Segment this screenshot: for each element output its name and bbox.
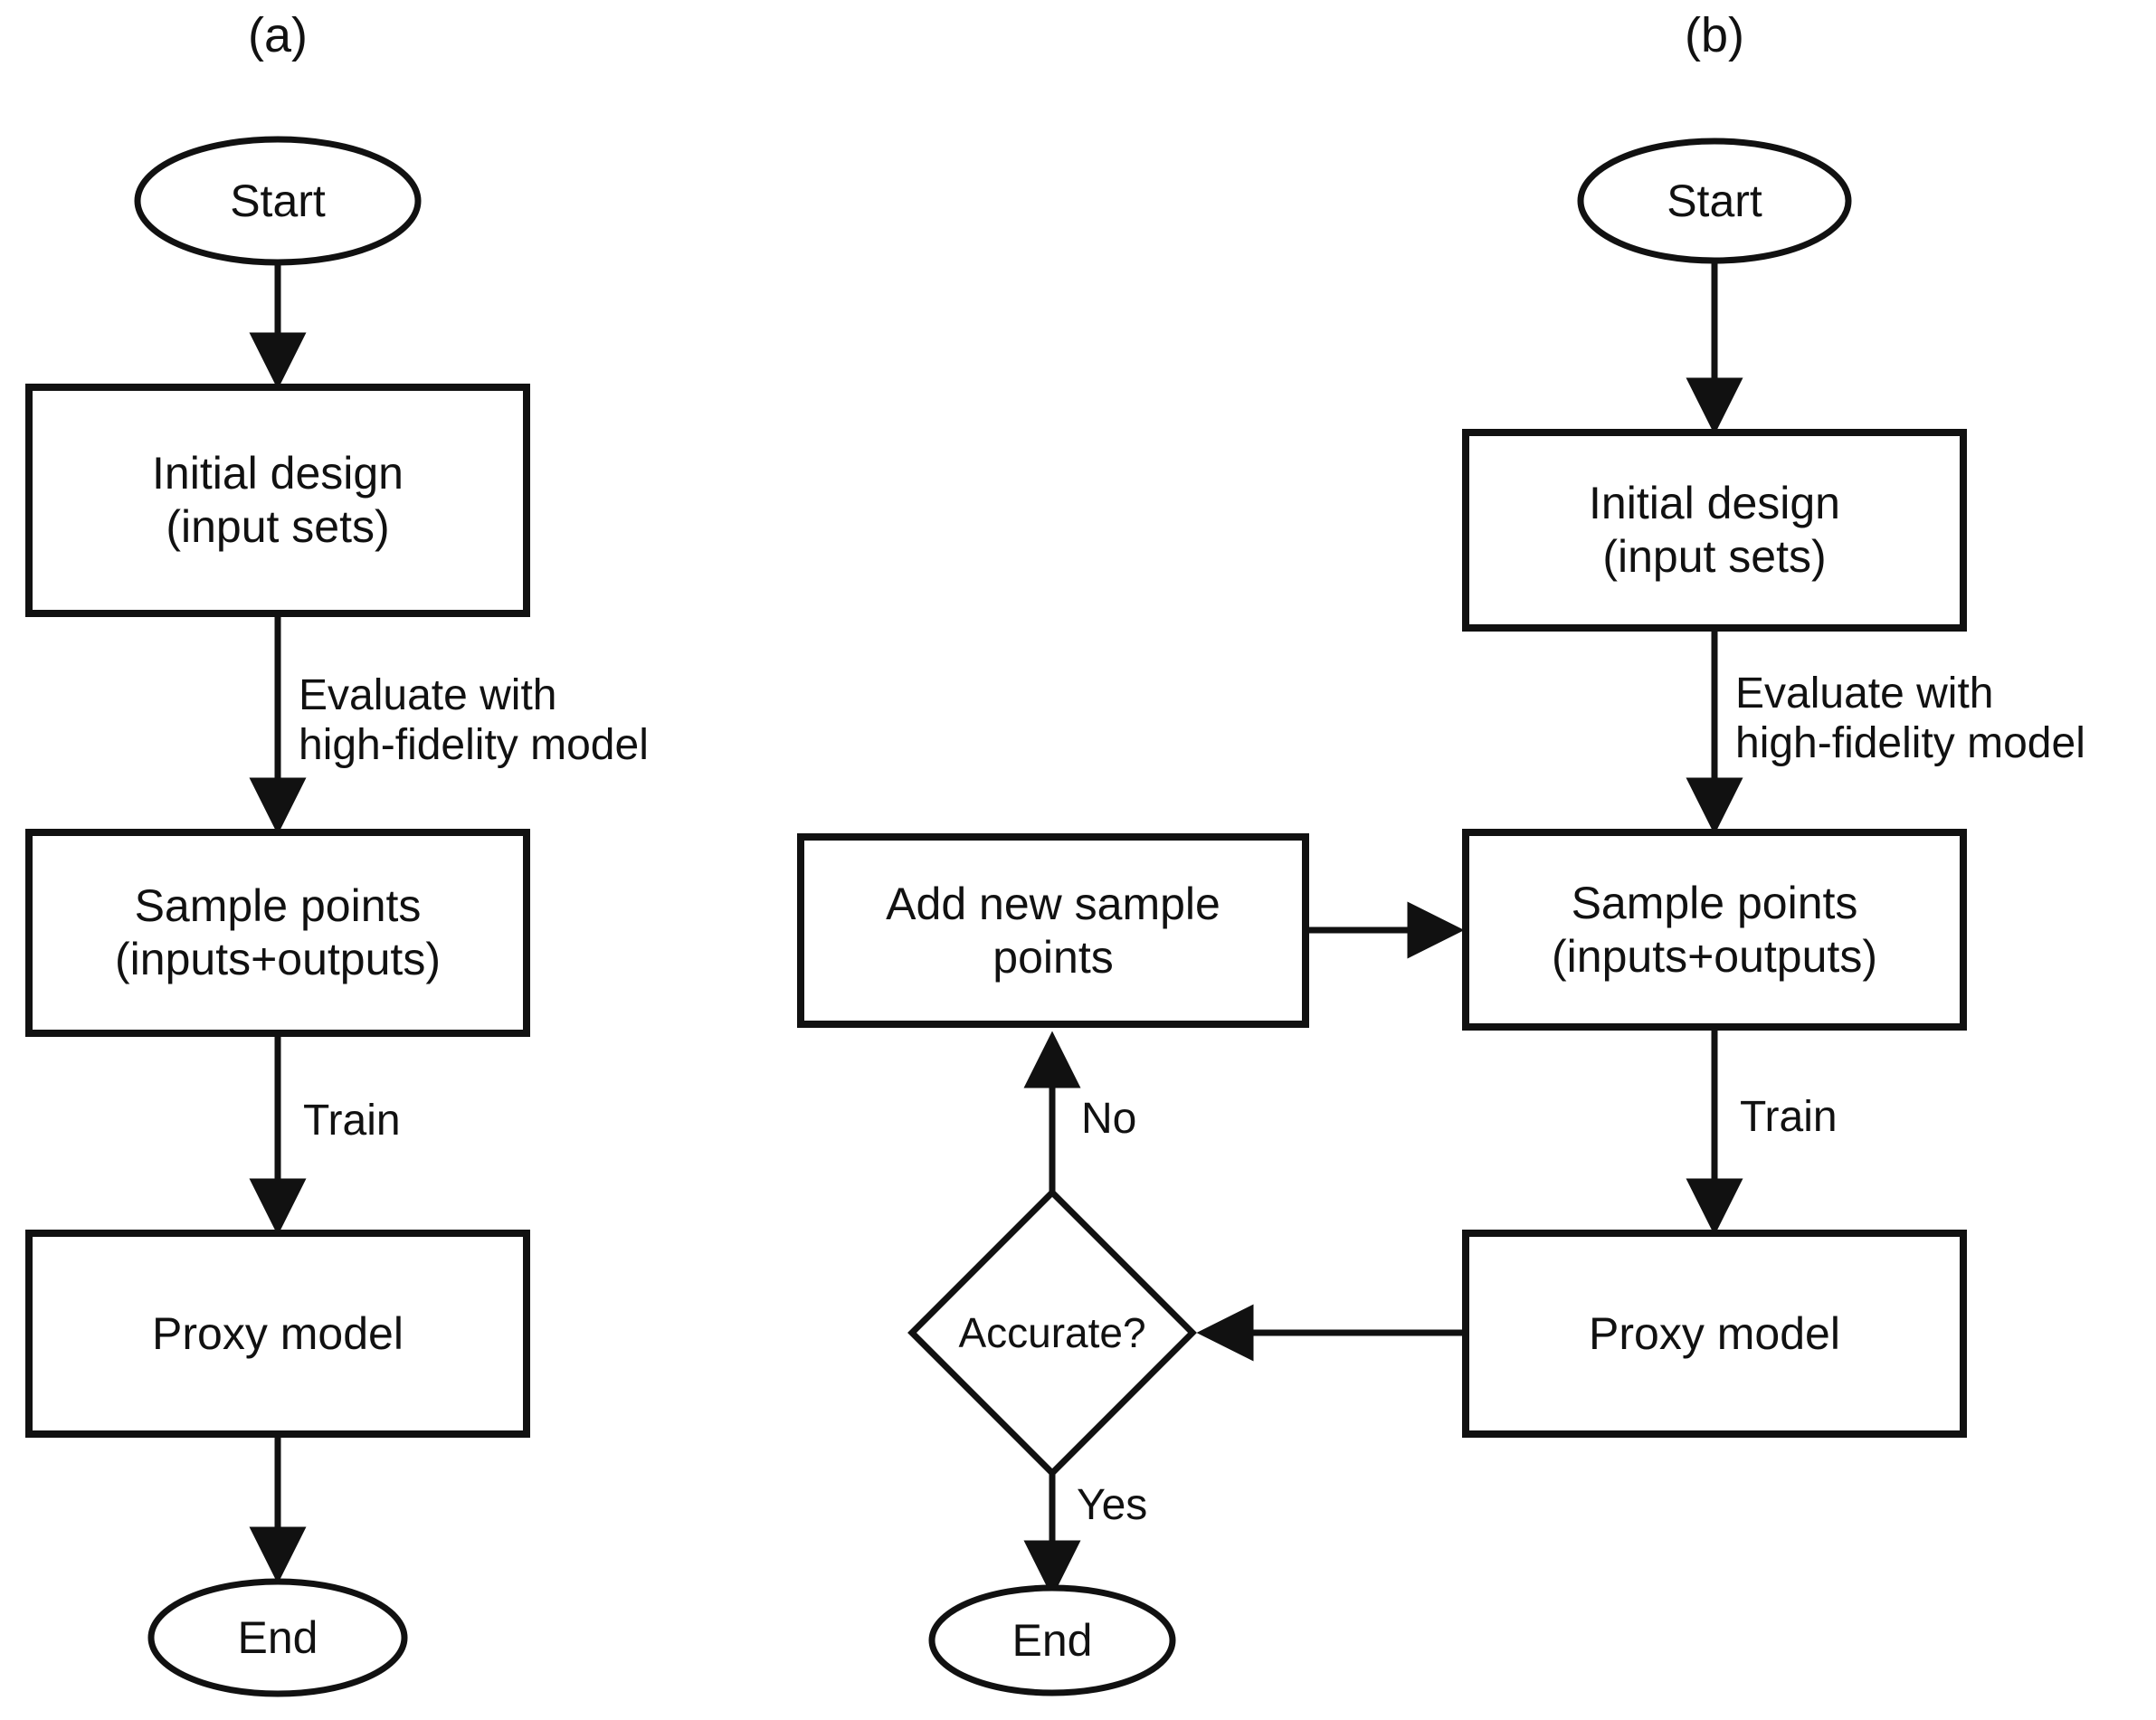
- node-b-initial-design: [1462, 429, 1967, 632]
- node-b-sample-points: [1462, 829, 1967, 1031]
- a-train-text: Train: [303, 1097, 401, 1145]
- node-b-add-new-sample-points: [797, 833, 1309, 1028]
- node-b-start: [1577, 138, 1852, 264]
- a-evaluate-line2: high-fidelity model: [299, 720, 649, 769]
- edge-label-b-train: Train: [1740, 1093, 1838, 1142]
- edge-label-a-train: Train: [303, 1097, 401, 1145]
- node-b-accurate: [907, 1188, 1197, 1478]
- node-a-end: [147, 1578, 408, 1697]
- b-train-text: Train: [1740, 1093, 1838, 1141]
- edge-label-b-evaluate: Evaluate with high-fidelity model: [1735, 670, 2085, 768]
- panel-b-title: (b): [1685, 8, 1744, 62]
- b-evaluate-line1: Evaluate with: [1735, 670, 1994, 717]
- node-a-sample-points: [25, 829, 530, 1037]
- node-a-proxy-model: [25, 1230, 530, 1438]
- edge-label-b-no: No: [1081, 1095, 1136, 1144]
- edge-label-a-evaluate: Evaluate with high-fidelity model: [299, 671, 649, 770]
- node-b-end: [928, 1584, 1176, 1696]
- b-no-text: No: [1081, 1095, 1137, 1143]
- b-evaluate-line2: high-fidelity model: [1735, 718, 2085, 767]
- b-yes-text: Yes: [1077, 1481, 1148, 1529]
- edge-label-b-yes: Yes: [1077, 1481, 1147, 1530]
- panel-a-title: (a): [248, 8, 308, 62]
- node-b-proxy-model: [1462, 1230, 1967, 1438]
- node-a-start: [134, 136, 422, 266]
- node-a-initial-design: [25, 384, 530, 617]
- a-evaluate-line1: Evaluate with: [299, 671, 557, 719]
